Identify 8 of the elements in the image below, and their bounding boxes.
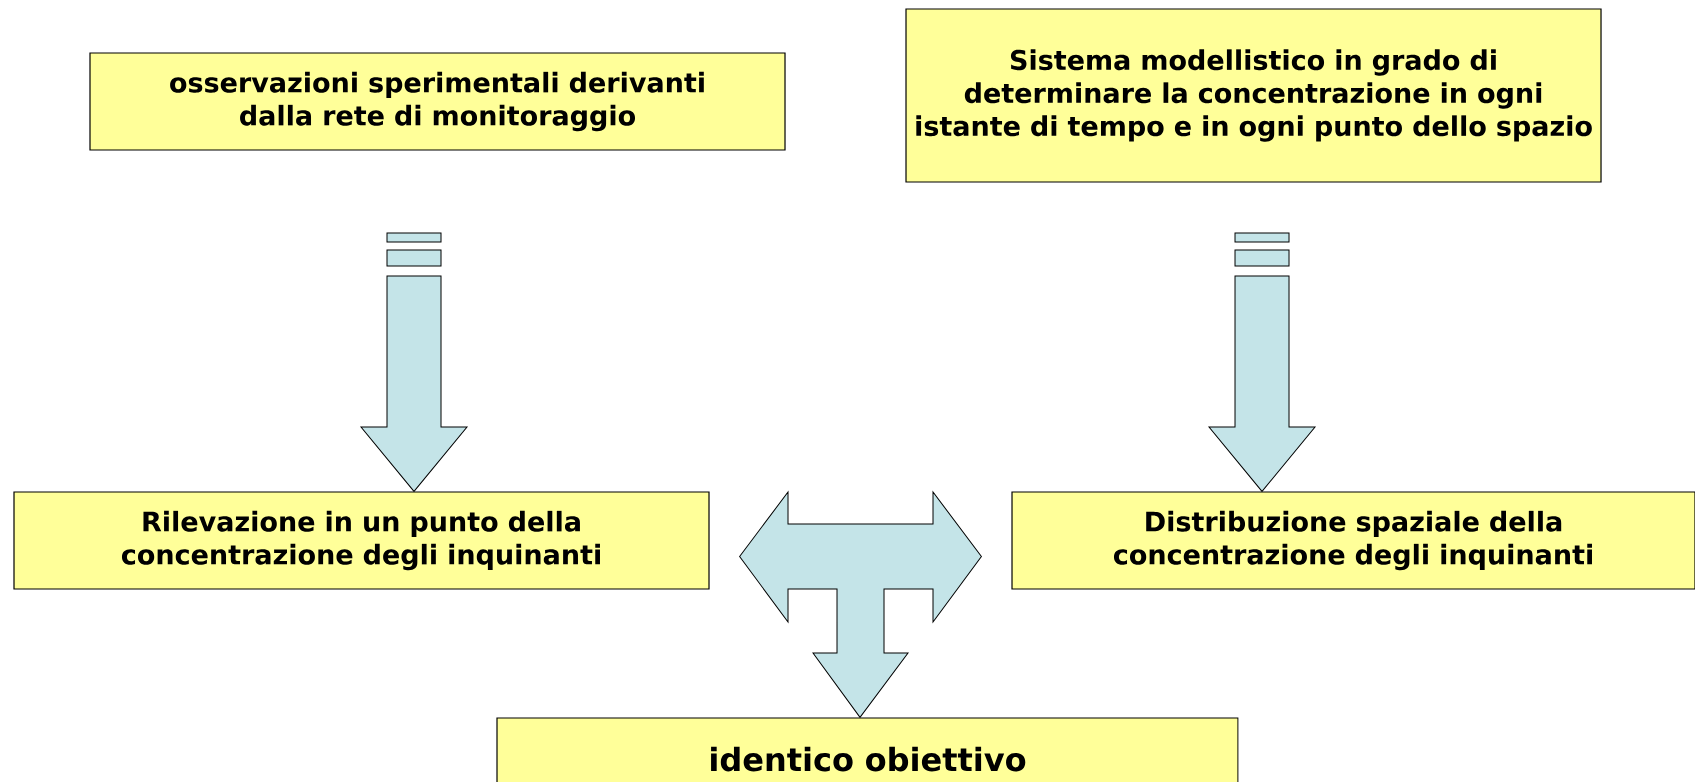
block-arrow [360, 232, 468, 492]
text-box: osservazioni sperimentali derivanti dalla rete di monitoraggio [89, 52, 786, 151]
text-box: Distribuzione spaziale della concentrazione degli inquinanti [1011, 491, 1695, 590]
text-box: Rilevazione in un punto della concentrazione degli inquinanti [13, 491, 710, 590]
text-box: identico obiettivo [496, 717, 1239, 782]
t-arrow [739, 491, 982, 718]
block-arrow [1208, 232, 1316, 492]
text-box: Sistema modellistico in grado di determinare la concentrazione in ogni istante di tempo e in ogni punto dello spazio [905, 8, 1602, 183]
